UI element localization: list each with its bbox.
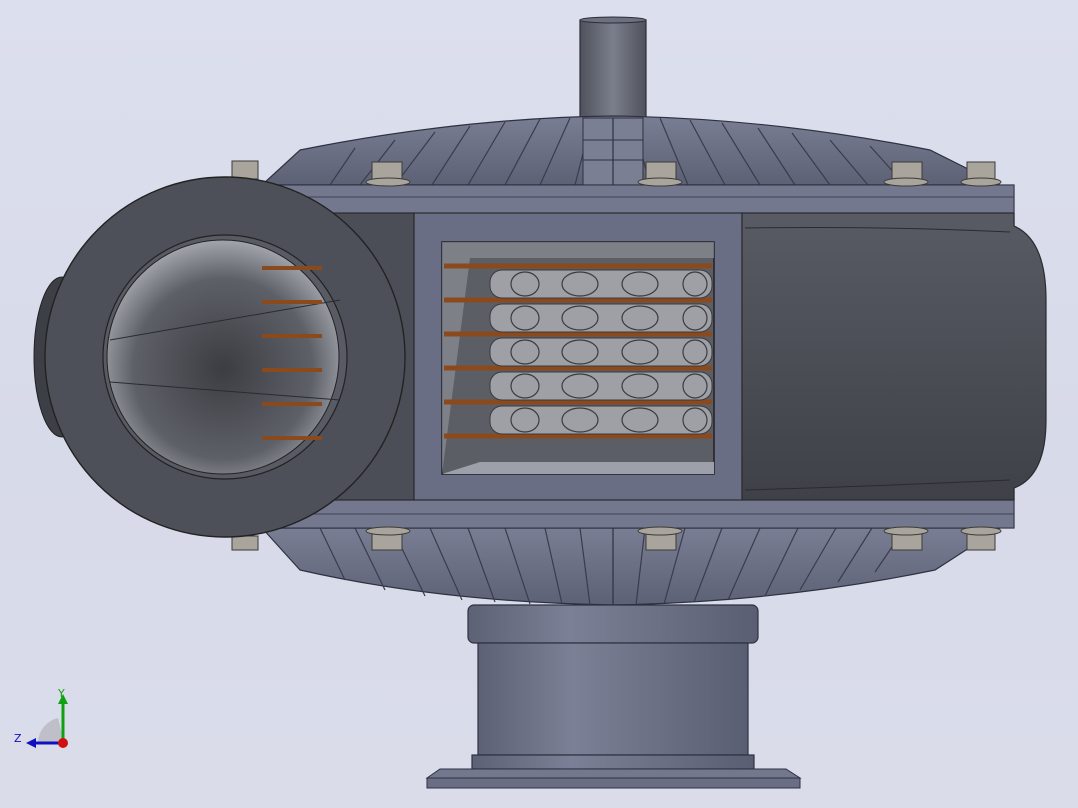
view-orientation-triad[interactable]: Y Z xyxy=(12,686,82,756)
base-pedestal xyxy=(425,604,802,789)
outlet-hood xyxy=(741,212,1047,501)
inlet-ring xyxy=(33,176,406,538)
lower-dome xyxy=(260,527,1003,606)
triad-y-label: Y xyxy=(58,687,65,700)
triad-z-label: Z xyxy=(14,732,22,745)
top-exhaust-pipe xyxy=(579,16,647,121)
flange-bolts xyxy=(230,160,1002,551)
tube-bank xyxy=(444,263,713,439)
heat-exchanger-window xyxy=(413,212,743,501)
triad-graphic xyxy=(26,694,68,748)
